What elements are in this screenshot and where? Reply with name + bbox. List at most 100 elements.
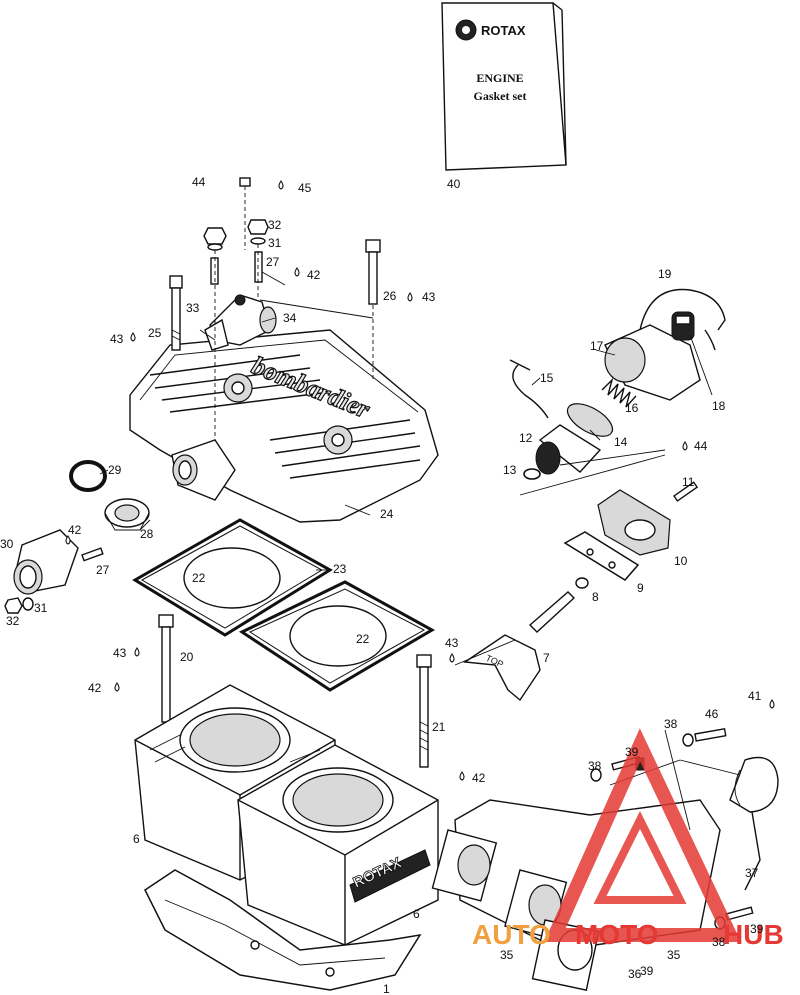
stud-27-lower xyxy=(81,547,104,562)
kit-box-brand: ROTAX xyxy=(481,23,526,38)
droplet-icon xyxy=(114,682,120,692)
droplet-icon xyxy=(769,699,775,709)
callout-32: 32 xyxy=(6,614,20,628)
callout-17: 17 xyxy=(590,339,604,353)
watermark-hub: HUB xyxy=(723,919,784,950)
callout-38: 38 xyxy=(664,717,678,731)
rotary-valve-housing-10 xyxy=(597,489,671,556)
clip-15 xyxy=(509,359,549,419)
droplet-icon xyxy=(459,771,465,781)
callout-1: 1 xyxy=(383,982,390,995)
head-gasket-23-rear xyxy=(238,580,436,692)
callout-12: 12 xyxy=(519,431,533,445)
callout-43: 43 xyxy=(422,290,436,304)
callout-22: 22 xyxy=(192,571,206,585)
droplet-icon xyxy=(278,180,284,190)
gasket-9 xyxy=(563,531,640,581)
callout-31: 31 xyxy=(268,236,282,250)
droplet-icon xyxy=(449,653,455,663)
droplet-icon xyxy=(134,647,140,657)
callout-26: 26 xyxy=(383,289,397,303)
callout-36: 36 xyxy=(628,967,642,981)
callout-42: 42 xyxy=(472,771,486,785)
head-bolt-26 xyxy=(365,239,381,305)
cylinder-rear: ROTAX xyxy=(237,744,439,946)
callout-28: 28 xyxy=(140,527,154,541)
callout-35: 35 xyxy=(667,948,681,962)
nut-32-washer-31 xyxy=(203,219,269,251)
bleed-screw-44 xyxy=(239,177,251,250)
droplet-icon xyxy=(682,441,688,451)
callout-16: 16 xyxy=(625,401,639,415)
callout-10: 10 xyxy=(674,554,688,568)
callout-6: 6 xyxy=(413,907,420,921)
thermostat-28 xyxy=(104,498,150,531)
droplet-icon xyxy=(294,267,300,277)
rotary-valve-shaft-7: TOP xyxy=(463,591,576,702)
rotary-valve-cover-17 xyxy=(604,324,701,401)
callout-24: 24 xyxy=(380,507,394,521)
rotax-gear-logo-icon xyxy=(455,19,477,41)
callout-35: 35 xyxy=(500,948,514,962)
callout-19: 19 xyxy=(658,267,672,281)
callout-40: 40 xyxy=(447,177,461,191)
callout-39: 39 xyxy=(625,745,639,759)
callout-20: 20 xyxy=(180,650,194,664)
thermostat-cover-30 xyxy=(13,529,79,595)
callout-8: 8 xyxy=(592,590,599,604)
spring-16 xyxy=(601,377,637,408)
callout-9: 9 xyxy=(637,581,644,595)
screw-11 xyxy=(673,481,699,502)
callout-38: 38 xyxy=(588,759,602,773)
callout-33: 33 xyxy=(186,301,200,315)
callout-42: 42 xyxy=(68,523,82,537)
ring-13 xyxy=(523,468,541,480)
diaphragm-14 xyxy=(566,403,614,437)
callout-30: 30 xyxy=(0,537,14,551)
droplet-icon xyxy=(130,332,136,342)
callout-29: 29 xyxy=(108,463,122,477)
kit-box-title-line2: Gasket set xyxy=(474,89,527,103)
callout-25: 25 xyxy=(148,326,162,340)
callout-45: 45 xyxy=(298,181,312,195)
callout-27: 27 xyxy=(96,563,110,577)
callout-43: 43 xyxy=(445,636,459,650)
watermark-logo xyxy=(544,728,742,942)
callout-18: 18 xyxy=(712,399,726,413)
o-ring-29 xyxy=(69,460,107,492)
bolt-46 xyxy=(694,727,727,742)
water-outlet-elbow xyxy=(204,294,277,351)
leader-lines xyxy=(99,271,741,831)
cylinder-bolt-21 xyxy=(416,654,432,768)
callout-22: 22 xyxy=(356,632,370,646)
base-gasket-1 xyxy=(144,869,422,991)
callout-15: 15 xyxy=(540,371,554,385)
kit-box-title-line1: ENGINE xyxy=(476,71,523,85)
callout-44: 44 xyxy=(192,175,206,189)
washer-8 xyxy=(575,577,589,589)
stud-27-upper xyxy=(210,251,263,285)
callout-42: 42 xyxy=(88,681,102,695)
callout-39: 39 xyxy=(750,922,764,936)
callout-41: 41 xyxy=(748,689,762,703)
bolt-39-lower xyxy=(725,906,754,921)
valve-body-12 xyxy=(535,424,602,475)
cylinder-bolt-20 xyxy=(158,614,174,723)
callout-6: 6 xyxy=(133,832,140,846)
callout-38: 38 xyxy=(712,935,726,949)
callout-43: 43 xyxy=(113,646,127,660)
droplet-icons xyxy=(65,180,775,781)
callout-42: 42 xyxy=(307,268,321,282)
callout-46: 46 xyxy=(705,707,719,721)
watermark-auto: AUTO xyxy=(472,919,551,950)
gasket-kit-box: ROTAX ENGINE Gasket set xyxy=(441,2,567,171)
fitting-18 xyxy=(671,311,695,341)
callout-43: 43 xyxy=(110,332,124,346)
callout-23: 23 xyxy=(333,562,347,576)
watermark-moto: MOTO xyxy=(575,919,658,950)
callout-39: 39 xyxy=(640,964,654,978)
cylinder-head: bombardier xyxy=(129,329,439,523)
callout-34: 34 xyxy=(283,311,297,325)
callout-44: 44 xyxy=(694,439,708,453)
